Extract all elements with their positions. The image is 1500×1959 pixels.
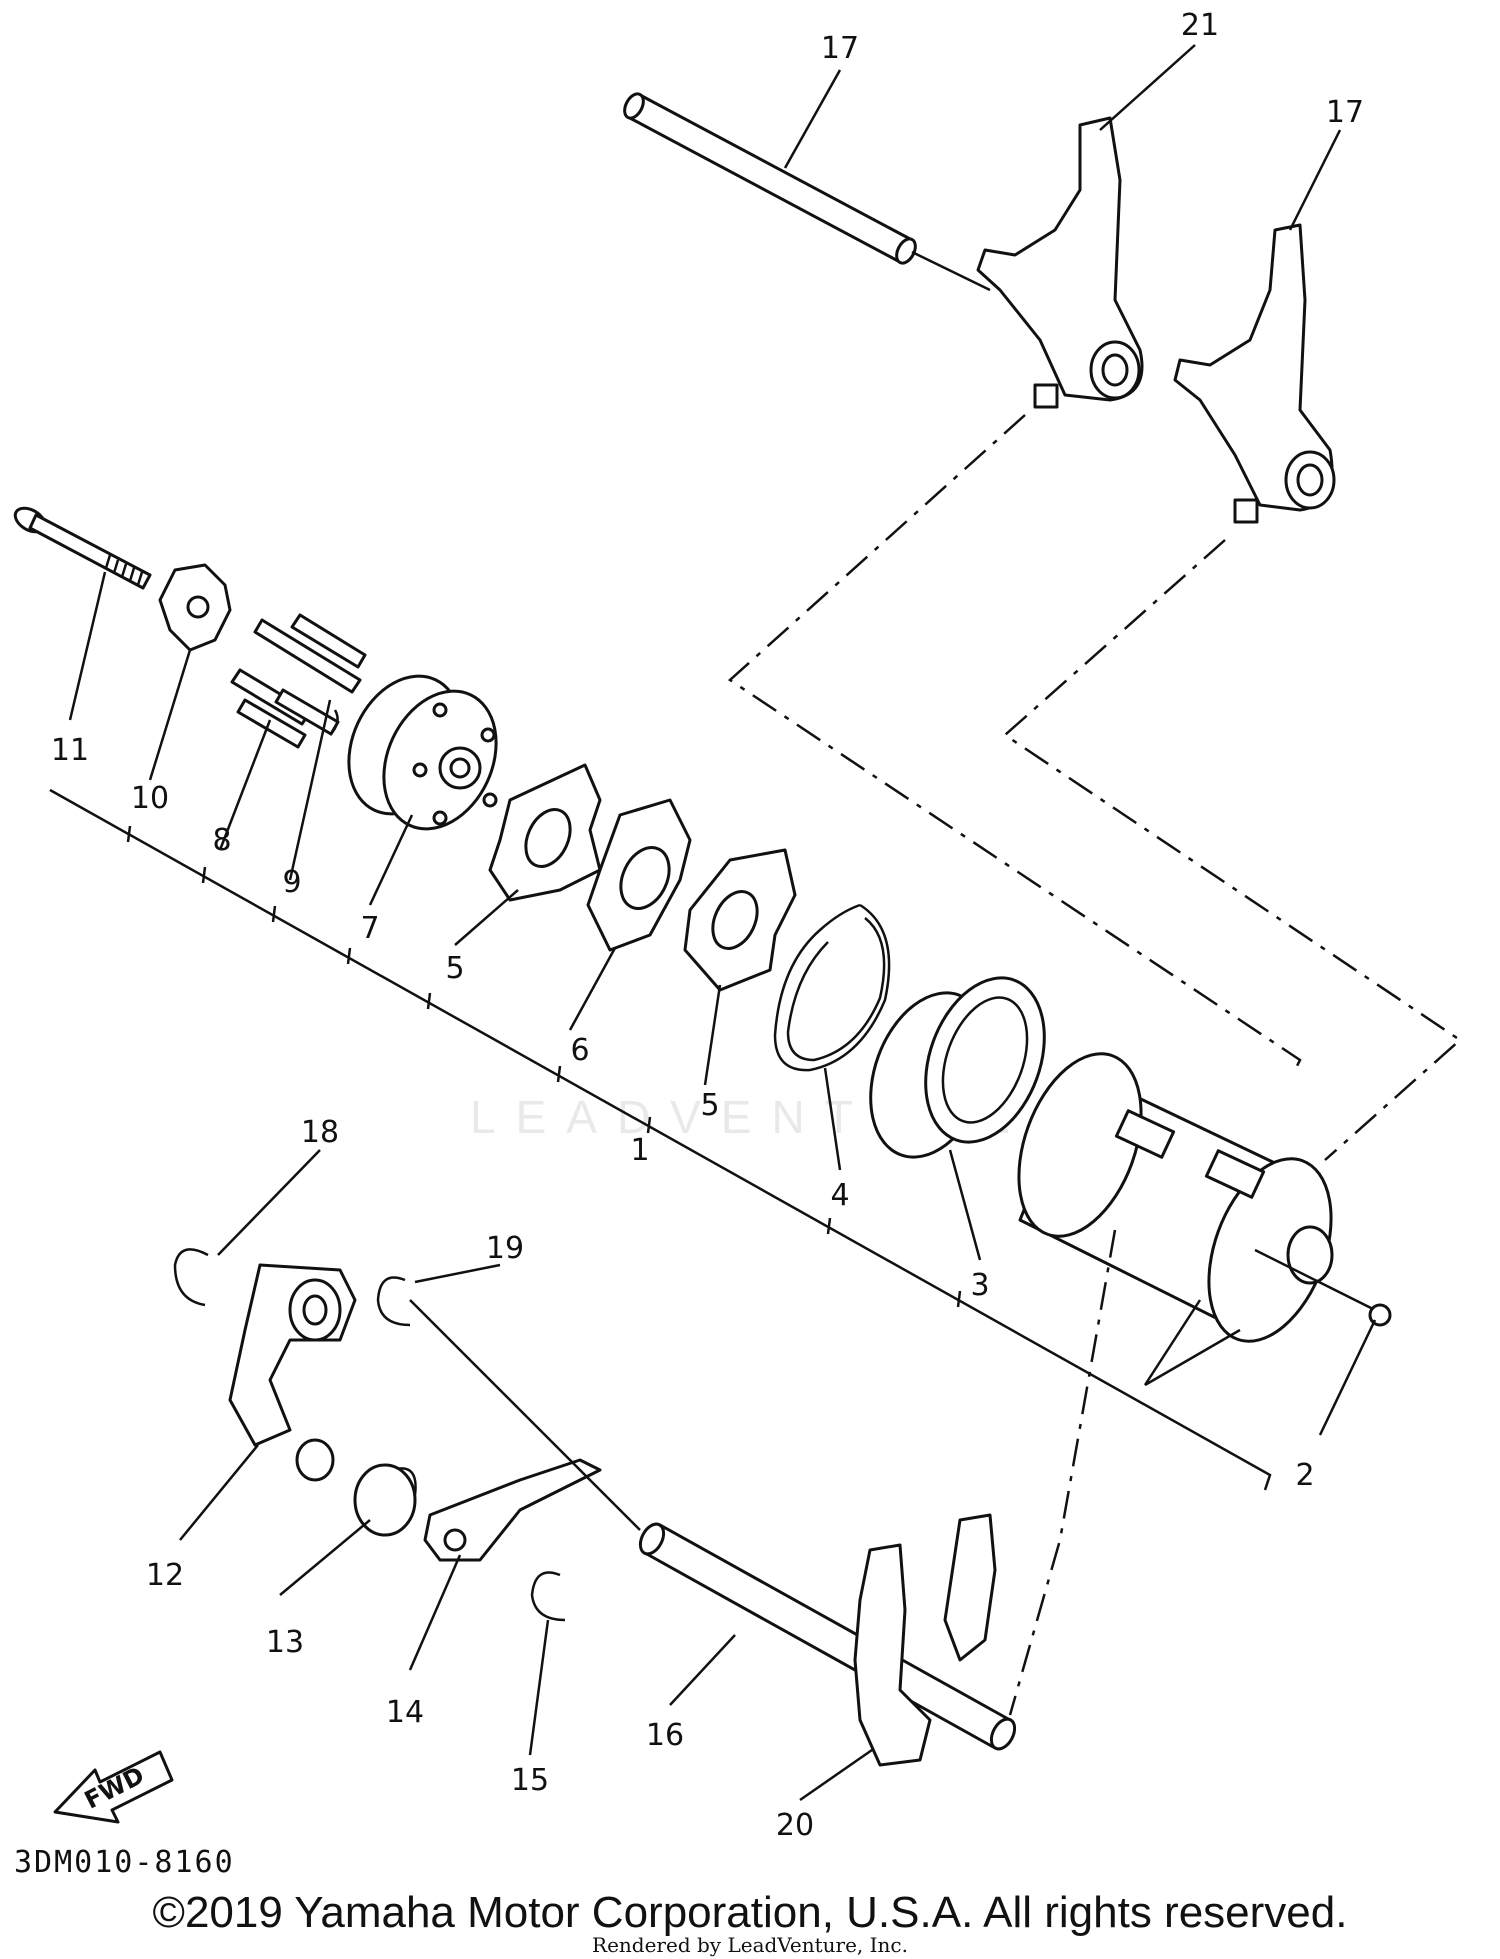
callout-17-a: 18 [301,1115,339,1150]
callout-19: 17 [1326,95,1364,130]
part-17-circlip-a [173,1248,209,1307]
part-6-plate [586,798,692,952]
part-8-9-pins [230,613,367,749]
part-4-circlip [773,903,891,1072]
callout-14: 14 [386,1695,424,1730]
callout-8: 8 [212,823,231,858]
callout-4: 4 [830,1178,849,1213]
callout-21: 21 [1181,8,1219,43]
callout-5-a: 5 [445,951,464,986]
callout-13: 13 [266,1625,304,1660]
part-14-lever [423,1458,602,1562]
part-5-plate-b [683,848,797,992]
fwd-arrow-icon: FWD [53,1750,174,1824]
callout-10: 10 [131,781,169,816]
callout-11: 11 [51,733,89,768]
callout-16: 16 [646,1718,684,1753]
group-bracket [49,788,1272,1491]
callout-18: 17 [821,31,859,66]
callout-9: 9 [282,865,301,900]
copyright-text: ©2019 Yamaha Motor Corporation, U.S.A. A… [152,1888,1348,1937]
part-21-shift-fork [976,116,1144,409]
callout-2: 2 [1295,1458,1314,1493]
callout-17-b: 19 [486,1231,524,1266]
part-12-shift-arm [228,1263,357,1482]
part-20-shift-fork [853,1513,997,1767]
part-3-bearing [869,976,1046,1159]
part-7-drum-segment [347,674,498,831]
callout-15: 15 [511,1763,549,1798]
rendered-by-text: Rendered by LeadVenture, Inc. [592,1933,908,1957]
part-11-bolt [13,506,152,590]
part-17-circlip-b [376,1276,411,1327]
callout-20: 20 [776,1808,814,1843]
callout-12: 12 [146,1558,184,1593]
bracket-ticks [126,825,962,1308]
callout-7: 7 [360,911,379,946]
part-19-shift-fork [1173,223,1336,524]
part-10-segment [158,563,232,652]
callout-1: 1 [630,1133,649,1168]
callout-5-b: 5 [700,1088,719,1123]
diagram-code: 3DM010-8160 [14,1845,235,1880]
part-13-spring [353,1463,417,1537]
part-5-plate-a [488,763,602,902]
callout-6: 6 [570,1033,589,1068]
part-15-circlip [530,1571,566,1622]
part-18-guide-bar [623,92,991,292]
part-2-shift-cam [1017,1052,1392,1343]
leader-lines [68,44,1377,1802]
callout-3: 3 [970,1268,989,1303]
